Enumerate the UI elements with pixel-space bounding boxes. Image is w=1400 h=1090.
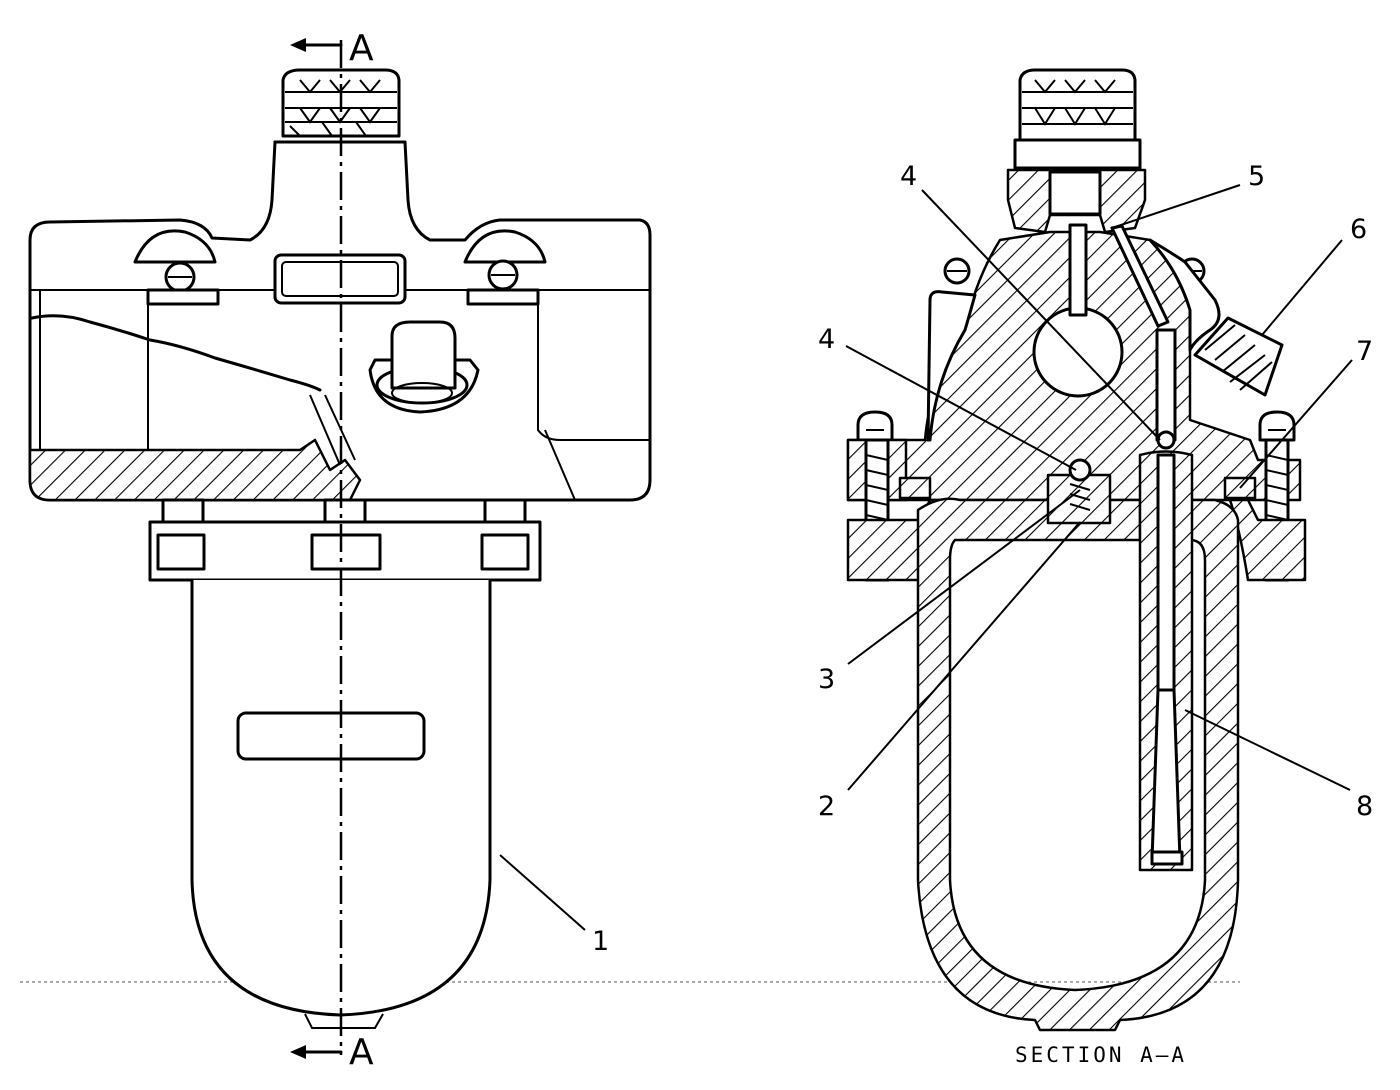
callout-4-top: 4 xyxy=(900,161,917,192)
sight-dome xyxy=(1193,316,1284,397)
leader-line-3 xyxy=(847,489,1081,665)
left-cap-screw xyxy=(133,229,220,306)
seal-left xyxy=(898,476,932,500)
callout-4-left: 4 xyxy=(818,324,835,355)
section-arrow-top: A xyxy=(290,28,374,69)
callout-6: 6 xyxy=(1350,214,1367,245)
callout-2: 2 xyxy=(818,791,835,822)
check-ball-top xyxy=(1156,430,1176,450)
section-mark-top: A xyxy=(349,28,374,69)
callout-8: 8 xyxy=(1356,791,1373,822)
adjust-knob-right xyxy=(1013,68,1142,170)
callout-1: 1 xyxy=(592,926,609,957)
leader-line-2 xyxy=(847,521,1081,791)
bowl-sight-window xyxy=(236,711,426,761)
bowl-section xyxy=(916,497,1240,1032)
callout-5: 5 xyxy=(1248,161,1265,192)
fill-plug xyxy=(368,320,480,414)
port-cutaway-hatch xyxy=(28,438,362,502)
section-callouts: 4 5 6 4 7 3 2 8 xyxy=(818,161,1373,822)
leader-line-4-left xyxy=(845,345,1077,471)
bowl-clamp-ring xyxy=(148,498,542,582)
callout-7: 7 xyxy=(1356,336,1373,367)
leader-line-4-top xyxy=(921,189,1161,441)
leader-line-1 xyxy=(499,854,586,931)
exterior-view: A A 1 xyxy=(28,28,652,1073)
section-arrow-bottom: A xyxy=(290,1032,374,1073)
leader-line-7 xyxy=(1239,359,1353,489)
leader-line-5 xyxy=(1111,184,1241,229)
right-cap-screw xyxy=(463,229,547,306)
leader-line-8 xyxy=(1184,709,1351,791)
section-caption: SECTION A–A xyxy=(1015,1043,1187,1067)
section-mark-bottom: A xyxy=(349,1032,374,1073)
leader-line-6 xyxy=(1261,239,1343,336)
callout-3: 3 xyxy=(818,664,835,695)
siphon-tube xyxy=(1138,450,1194,872)
section-view: 4 5 6 4 7 3 2 8 SECTION A–A xyxy=(818,68,1373,1067)
